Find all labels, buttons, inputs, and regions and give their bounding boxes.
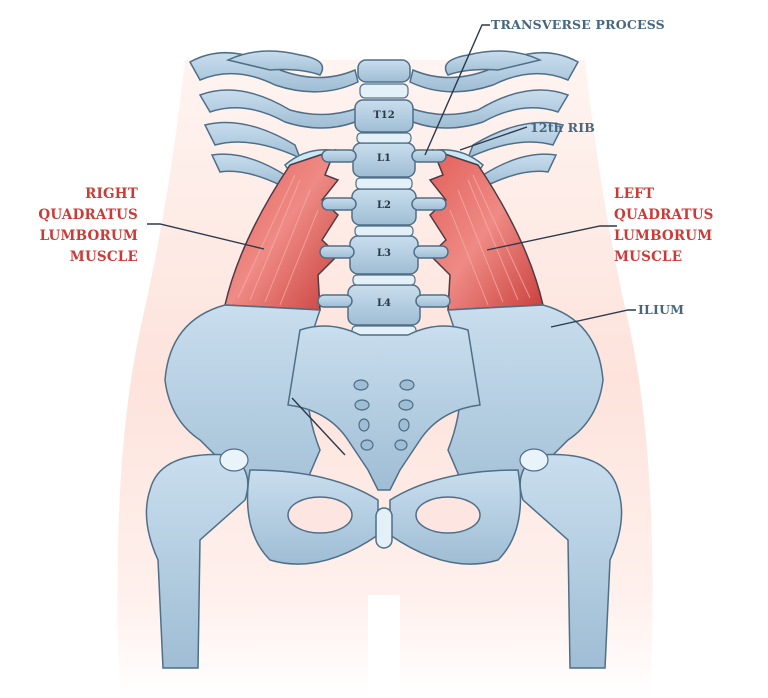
vertebra-label-l2: L2 [377,200,391,211]
femur-left [519,453,623,669]
sacrum [287,325,481,491]
label-line: QUADRATUS [38,207,138,223]
rib-cage-left [407,50,580,188]
label-line: RIGHT [85,186,138,202]
obturator-foramen-left [415,496,481,534]
femur-right [145,453,249,669]
sacral-foramina [353,379,415,451]
label-line: MUSCLE [69,249,138,265]
pubic-symphysis [375,507,393,549]
label-ilium: ILIUM [638,302,685,317]
leader-lines [147,24,636,456]
hip-joint-right [219,448,249,472]
vertebra-label-l1: L1 [377,153,391,164]
label-12th-rib: 12th RIB [530,120,596,135]
vertebra-label-l4: L4 [377,298,391,309]
leg-gap [368,595,400,698]
label-line: QUADRATUS [614,207,714,223]
label-line: LUMBORUM [614,228,713,244]
lumbar-spine [317,59,451,326]
label-line: MUSCLE [614,249,683,265]
hip-joint-left [519,448,549,472]
label-left-quadratus-lumborum: LEFT QUADRATUS LUMBORUM MUSCLE [614,184,714,268]
obturator-foramen-right [287,496,353,534]
label-line: LEFT [614,186,655,202]
muscle-fibers [237,174,531,306]
label-line: LUMBORUM [39,228,138,244]
label-transverse-process: TRANSVERSE PROCESS [491,17,665,32]
vertebra-label-l3: L3 [377,248,391,259]
vertebra-label-t12: T12 [373,110,395,121]
label-right-quadratus-lumborum: RIGHT QUADRATUS LUMBORUM MUSCLE [30,184,138,268]
